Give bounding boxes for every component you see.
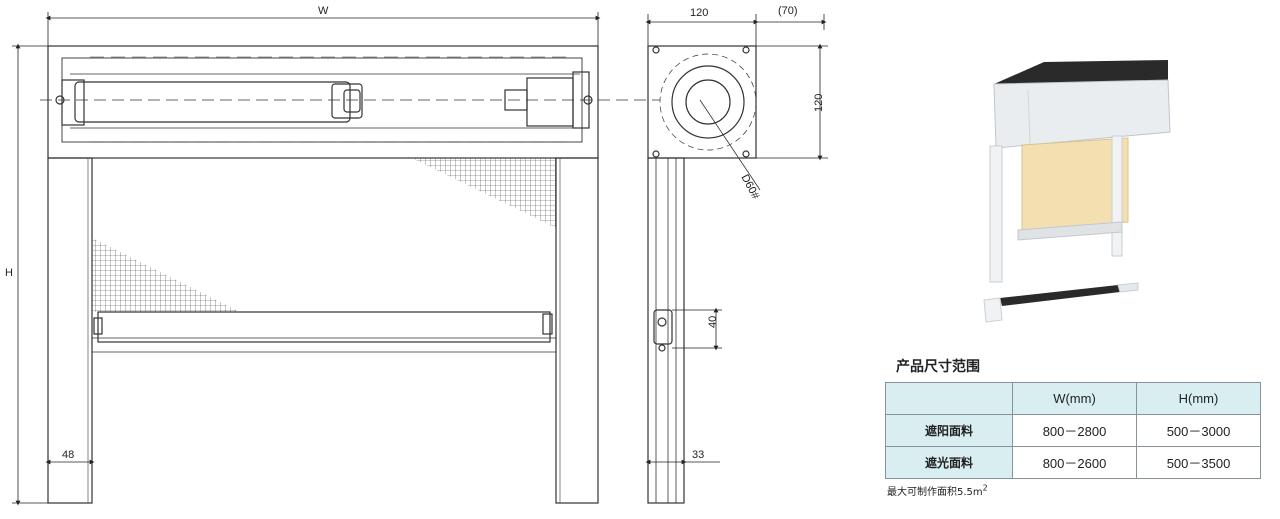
spec-note-sup: 2	[982, 483, 988, 493]
tube-outer	[671, 65, 745, 139]
table-row-name: 遮光面料	[885, 446, 1013, 479]
cassette-box	[993, 79, 1171, 149]
dim-width-label: W	[318, 5, 329, 17]
bottom-bar	[1000, 285, 1120, 306]
left-guide	[989, 145, 1003, 283]
mesh-fabric-upper	[412, 158, 556, 228]
right-guide	[1111, 135, 1123, 257]
table-cell-h: 500－3000	[1136, 414, 1261, 447]
dim-rail-height-label: 40	[707, 316, 719, 328]
table-cell-w: 800－2600	[1012, 446, 1137, 479]
table-row: 遮光面料 800－2600 500－3500	[885, 446, 1261, 479]
rail-clip	[653, 309, 673, 345]
dim-height-label: H	[5, 267, 13, 279]
table-header-cell: H(mm)	[1136, 382, 1261, 415]
guide-rail	[647, 157, 685, 504]
table-row: 遮阳面料 800－2800 500－3000	[885, 414, 1261, 447]
dim-section-offset-label: (70)	[778, 5, 798, 17]
right-post	[555, 157, 599, 504]
table-cell-h: 500－3500	[1136, 446, 1261, 479]
dim-width	[45, 12, 601, 46]
dim-guide-width-label: 33	[692, 449, 704, 461]
dim-section-height-label: 120	[813, 94, 825, 112]
spec-note: 最大可制作面积5.5m2	[887, 483, 988, 498]
dim-height	[12, 43, 48, 506]
dim-section	[645, 14, 828, 465]
table-header-cell	[885, 382, 1013, 415]
spec-note-text: 最大可制作面积5.5m	[887, 487, 983, 498]
tube-inner	[685, 79, 731, 125]
table-row-name: 遮阳面料	[885, 414, 1013, 447]
motor-tube	[74, 81, 351, 123]
table-header-row: W(mm) H(mm)	[885, 382, 1261, 415]
front-view	[40, 45, 660, 504]
fabric-panel	[1021, 137, 1129, 231]
dim-section-width-label: 120	[690, 7, 708, 19]
head-box	[47, 45, 599, 159]
product-illustration	[983, 60, 1171, 323]
spec-title: 产品尺寸范围	[896, 359, 980, 375]
table-header-cell: W(mm)	[1012, 382, 1137, 415]
spec-table: W(mm) H(mm) 遮阳面料 800－2800 500－3000 遮光面料 …	[885, 382, 1261, 479]
section-box	[647, 45, 757, 159]
side-section	[647, 45, 761, 504]
dim-post-label: 48	[62, 449, 74, 461]
left-post	[47, 157, 93, 504]
bottom-rail	[97, 311, 551, 343]
table-cell-w: 800－2800	[1012, 414, 1137, 447]
mesh-fabric-lower	[92, 238, 240, 312]
